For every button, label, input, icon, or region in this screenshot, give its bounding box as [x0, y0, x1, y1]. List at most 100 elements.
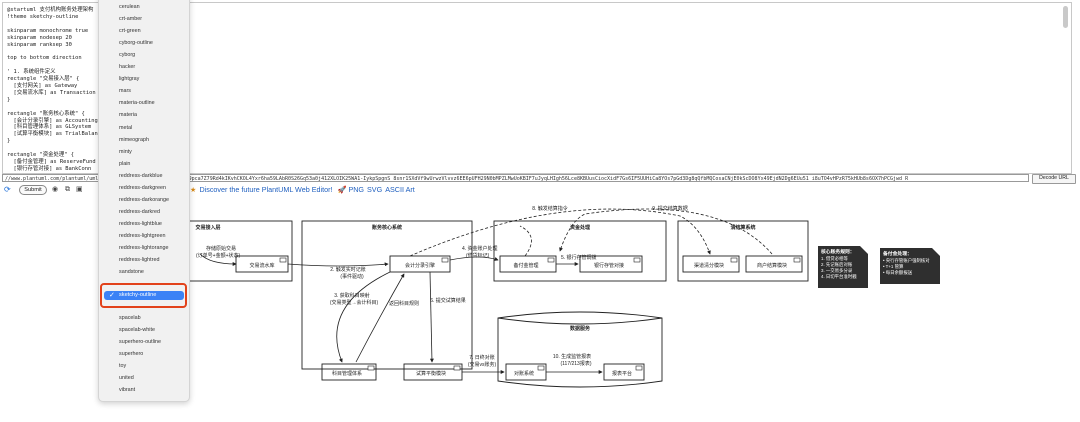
- note-text: 3. 一交易多分录: [821, 267, 853, 274]
- star-icon: ★: [190, 185, 197, 194]
- note-text: 2. 先记账后对账: [821, 261, 853, 268]
- package-funds: [493, 220, 667, 282]
- node-channel: [682, 255, 740, 273]
- rocket-icon: 🚀: [337, 185, 347, 194]
- theme-option[interactable]: reddress-darkblue: [119, 172, 163, 179]
- theme-option[interactable]: united: [119, 375, 134, 382]
- package-title: 账务核心系统: [372, 224, 402, 231]
- package-title: 交易接入层: [195, 224, 220, 231]
- decode-url-button[interactable]: Decode URL: [1032, 174, 1076, 184]
- theme-option[interactable]: cerulean: [119, 4, 140, 10]
- note-text: • 每日余额报送: [883, 269, 913, 276]
- edge-label: (117/213报表): [560, 360, 591, 367]
- theme-option[interactable]: reddress-lightorange: [119, 245, 169, 251]
- package-title: 数据服务: [570, 325, 591, 332]
- edge-label: 7. 日终对账: [469, 354, 495, 361]
- note-core-rules: [818, 246, 868, 288]
- theme-option[interactable]: crt-amber: [119, 16, 143, 23]
- note-text: • 央行存管账户强制核对: [883, 257, 930, 264]
- edge-label: 8. 触发结算指令: [532, 205, 568, 212]
- theme-option[interactable]: reddress-lightred: [119, 257, 160, 264]
- theme-option[interactable]: mars: [119, 88, 131, 95]
- ascii-link[interactable]: ASCII Art: [385, 185, 415, 194]
- edge-label: 4. 资金账户处理: [462, 245, 498, 252]
- node-glsystem: [321, 363, 377, 381]
- note-text: 备付金处理：: [882, 250, 912, 257]
- theme-option[interactable]: superhero: [119, 351, 144, 358]
- submit-button[interactable]: Submit: [19, 185, 47, 195]
- theme-option[interactable]: reddress-lightblue: [119, 220, 162, 227]
- package-clearing: [677, 220, 809, 282]
- target-icon[interactable]: ◉: [52, 186, 59, 193]
- edge-label: (交易vs账务): [468, 361, 497, 368]
- copy-icon[interactable]: ⧉: [65, 186, 70, 193]
- editor-scrollbar[interactable]: [1063, 6, 1068, 28]
- svg-link[interactable]: SVG: [367, 185, 383, 194]
- theme-option[interactable]: toy: [119, 363, 127, 370]
- theme-option[interactable]: reddress-lightgreen: [119, 232, 166, 239]
- edge-label: (交易类型→会计科目): [330, 299, 379, 306]
- node-label: 试算平衡模块: [416, 370, 446, 377]
- node-label: 商户结算模块: [757, 262, 787, 269]
- theme-option[interactable]: sandstone: [119, 269, 144, 276]
- edge-label: 10. 生成监管报表: [553, 353, 591, 360]
- package-access: [180, 220, 293, 282]
- png-link[interactable]: PNG: [348, 185, 365, 194]
- theme-option[interactable]: mimeograph: [119, 136, 149, 143]
- theme-option[interactable]: plain: [119, 160, 131, 167]
- theme-option[interactable]: superhero-outline: [119, 339, 161, 346]
- edge-label: 2. 触发实时记账: [330, 266, 366, 273]
- note-text: 1. 借贷必相等: [821, 255, 848, 262]
- theme-option[interactable]: spacelab: [119, 315, 141, 321]
- edge-label: 6. 提交试算结果: [430, 297, 466, 304]
- refresh-icon[interactable]: ⟳: [4, 185, 11, 194]
- theme-option[interactable]: reddress-darkred: [119, 208, 161, 215]
- url-row: //www.plantuml.com/plantuml/uml/hLNDQjj0…: [2, 174, 1078, 184]
- node-label: 会计分录引擎: [405, 262, 435, 269]
- edge-label: (事件驱动): [340, 273, 364, 280]
- edge-label: 3. 获取科目映射: [334, 292, 370, 299]
- edge-label: 返回科目规则: [389, 300, 419, 307]
- edge-label: 5. 银行存管调拨: [561, 254, 597, 261]
- code-text[interactable]: @startuml 支付机构账务处理架构 !theme sketchy-outl…: [7, 7, 98, 172]
- uml-diagram: 交易接入层账务核心系统资金处理清结算系统数据服务交易流水库会计分录引擎备付金管理…: [180, 205, 940, 388]
- theme-dropdown-menu[interactable]: cerulean crt-amber crt-green cyborg-outline…: [98, 0, 190, 402]
- highlight-box: [100, 283, 187, 308]
- edge-label: 9. 提交结算数据: [652, 205, 688, 212]
- note-text: 核心账务规则：: [821, 248, 855, 255]
- node-label: 科目管理体系: [332, 370, 362, 377]
- theme-option[interactable]: materia: [119, 112, 137, 119]
- theme-option[interactable]: lightgray: [119, 76, 140, 83]
- theme-option[interactable]: cyborg: [119, 52, 136, 59]
- node-label: 对账系统: [514, 370, 534, 377]
- node-accounting: [389, 255, 451, 273]
- theme-option[interactable]: spacelab-white: [119, 327, 155, 334]
- theme-option[interactable]: metal: [119, 124, 133, 131]
- edge-label: (订单号+金额+状态): [196, 252, 241, 259]
- node-label: 备付金管理: [513, 262, 538, 269]
- settings-icon[interactable]: ▣: [76, 186, 83, 193]
- theme-option-selected[interactable]: ✓ sketchy-outline: [104, 291, 184, 300]
- note-reserve: [880, 248, 940, 284]
- theme-option[interactable]: cyborg-outline: [119, 40, 153, 47]
- node-bank: [579, 255, 643, 273]
- promo-link[interactable]: Discover the future PlantUML Web Editor!: [199, 185, 333, 194]
- edge-label: 存储原始交易: [206, 245, 236, 252]
- encoded-url-input[interactable]: //www.plantuml.com/plantuml/uml/hLNDQjj0…: [2, 174, 1029, 182]
- theme-option[interactable]: hacker: [119, 64, 136, 71]
- package-data: [497, 311, 663, 388]
- node-report: [603, 363, 645, 381]
- node-merchant: [745, 255, 803, 273]
- theme-option[interactable]: reddress-darkorange: [119, 196, 170, 203]
- theme-option[interactable]: vibrant: [119, 387, 136, 394]
- theme-option[interactable]: materia-outline: [119, 100, 155, 107]
- selected-theme-label: sketchy-outline: [119, 292, 157, 298]
- package-core: [301, 220, 473, 370]
- theme-option[interactable]: crt-green: [119, 28, 141, 35]
- checkmark-icon: ✓: [109, 292, 115, 299]
- theme-option[interactable]: minty: [119, 148, 132, 155]
- node-label: 交易流水库: [249, 262, 274, 269]
- note-text: • T+1 管算: [883, 263, 904, 270]
- theme-option[interactable]: reddress-darkgreen: [119, 184, 167, 191]
- note-text: 4. 日切平台准时戳: [821, 273, 857, 280]
